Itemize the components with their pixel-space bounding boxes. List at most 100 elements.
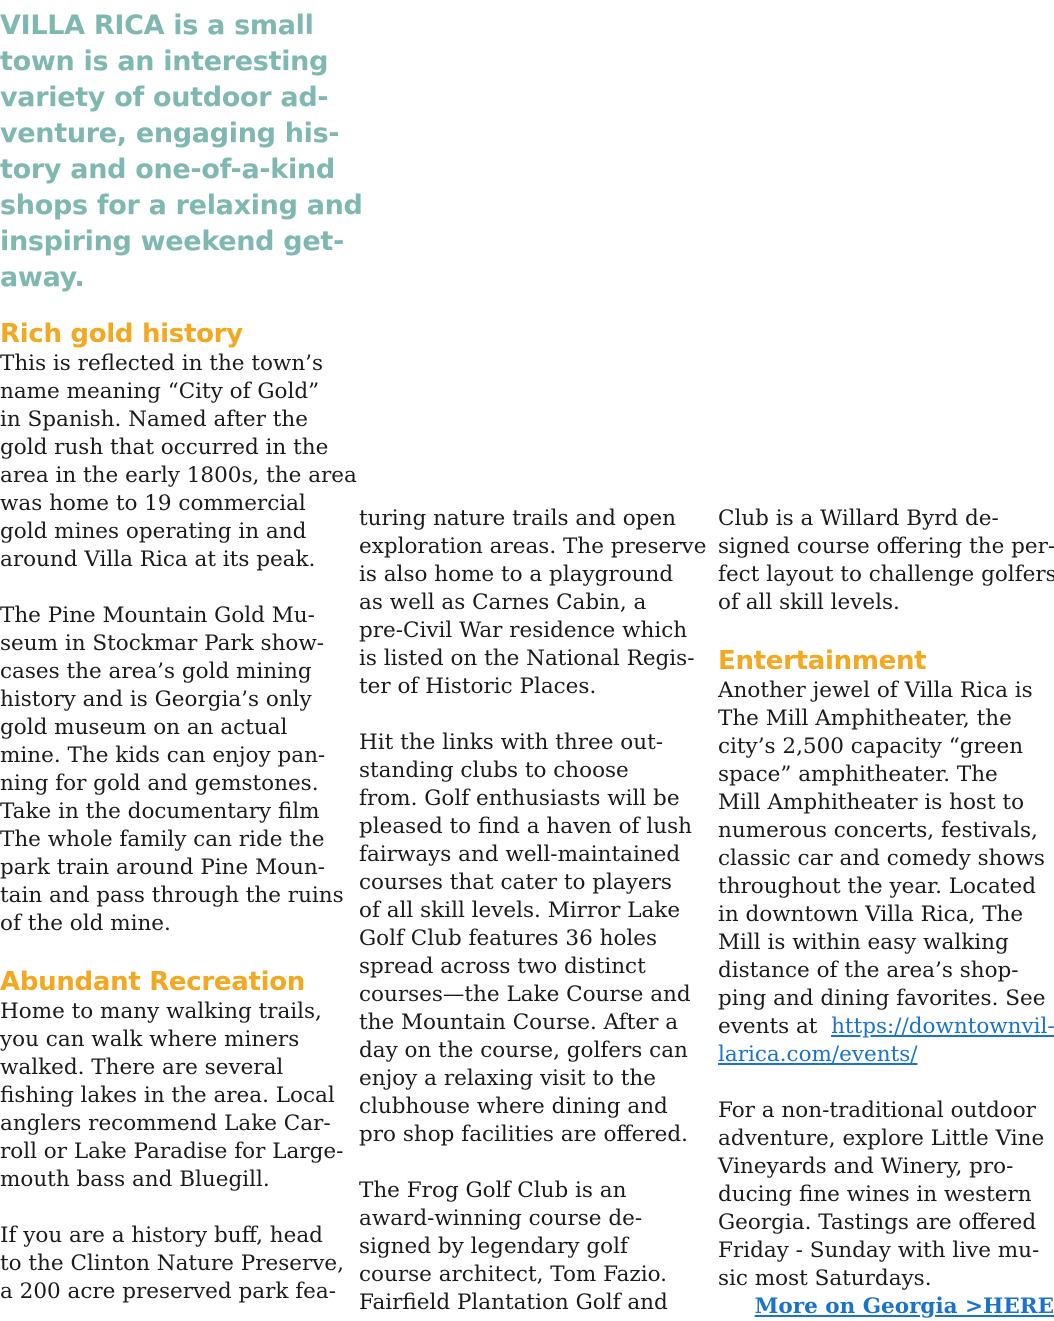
text-line: Home to many walking trails, <box>0 999 322 1024</box>
text-line: inspiring weekend get- <box>0 226 344 257</box>
text-line: in downtown Villa Rica, The <box>718 902 1024 927</box>
text-line: you can walk where miners <box>0 1027 300 1052</box>
text-line: course architect, Tom Fazio. <box>359 1262 667 1287</box>
text-line: name meaning “City of Gold” <box>0 379 320 404</box>
text-line: ducing fine wines in western <box>718 1182 1032 1207</box>
heading-abundant-recreation: Abundant Recreation <box>0 967 305 997</box>
text-line: is also home to a playground <box>359 562 674 587</box>
gold-paragraph-2: The Pine Mountain Gold Mu-seum in Stockm… <box>0 602 344 938</box>
text-line: Friday - Sunday with live mu- <box>718 1238 1040 1263</box>
text-line: Club is a Willard Byrd de- <box>718 506 999 531</box>
text-line: VILLA RICA is a small <box>0 10 314 41</box>
text-line: mouth bass and Bluegill. <box>0 1167 270 1192</box>
text-line: around Villa Rica at its peak. <box>0 547 316 572</box>
text-line: ning for gold and gemstones. <box>0 771 319 796</box>
gold-paragraph-1: This is reflected in the town’s name mean… <box>0 350 357 574</box>
text-line: Hit the links with three out- <box>359 730 663 755</box>
text-line: ping and dining favorites. See <box>718 986 1046 1011</box>
text-line: gold rush that occurred in the <box>0 435 329 460</box>
text-line: signed by legendary golf <box>359 1234 628 1259</box>
text-line: throughout the year. Located <box>718 874 1036 899</box>
text-line: Georgia. Tastings are offered <box>718 1210 1037 1235</box>
text-line: in Spanish. Named after the <box>0 407 308 432</box>
events-link-prefix: events at <box>718 1014 832 1039</box>
text-line: fairways and well-maintained <box>359 842 681 867</box>
text-line: space” amphitheater. The <box>718 762 998 787</box>
text-line: exploration areas. The preserve <box>359 534 707 559</box>
text-line: gold mines operating in and <box>0 519 307 544</box>
text-line: away. <box>0 262 85 293</box>
text-line: walked. There are several <box>0 1055 284 1080</box>
text-line: mine. The kids can enjoy pan- <box>0 743 326 768</box>
text-line: seum in Stockmar Park show- <box>0 631 325 656</box>
text-line: courses that cater to players <box>359 870 672 895</box>
text-line: The Pine Mountain Gold Mu- <box>0 603 315 628</box>
text-line: spread across two distinct <box>359 954 646 979</box>
text-line: roll or Lake Paradise for Large- <box>0 1139 344 1164</box>
text-line: Golf Club features 36 holes <box>359 926 658 951</box>
text-line: ter of Historic Places. <box>359 674 597 699</box>
text-line: signed course offering the per- <box>718 534 1054 559</box>
text-line: The whole family can ride the <box>0 827 325 852</box>
text-line: award-winning course de- <box>359 1206 643 1231</box>
text-line: shops for a relaxing and <box>0 190 363 221</box>
text-line: This is reflected in the town’s <box>0 351 324 376</box>
text-line: park train around Pine Moun- <box>0 855 326 880</box>
text-line: fishing lakes in the area. Local <box>0 1083 335 1108</box>
recreation-paragraph-3: Hit the links with three out-standing cl… <box>359 729 699 1149</box>
text-line: distance of the area’s shop- <box>718 958 1019 983</box>
text-line: gold museum on an actual <box>0 715 288 740</box>
events-link[interactable]: https://downtownvil- <box>831 1014 1054 1039</box>
text-line: The Frog Golf Club is an <box>359 1178 627 1203</box>
column-2: turing nature trails and open exploration… <box>359 505 707 1317</box>
events-link-line: events at https://downtownvil- <box>718 1013 1054 1041</box>
text-line: area in the early 1800s, the area <box>0 463 357 488</box>
text-line: standing clubs to choose <box>359 758 629 783</box>
text-line: courses—the Lake Course and <box>359 982 691 1007</box>
text-line: pre-Civil War residence which <box>359 618 688 643</box>
recreation-paragraph-4: The Frog Golf Club is an award-winning co… <box>359 1177 699 1317</box>
recreation-paragraph-2-continued: turing nature trails and open exploration… <box>359 505 707 701</box>
text-line: of the old mine. <box>0 911 171 936</box>
text-line: is listed on the National Regis- <box>359 646 695 671</box>
text-line: Another jewel of Villa Rica is <box>718 678 1033 703</box>
text-line: If you are a history buff, head <box>0 1223 323 1248</box>
text-line: as well as Carnes Cabin, a <box>359 590 647 615</box>
text-line: of all skill levels. Mirror Lake <box>359 898 681 923</box>
text-line: was home to 19 commercial <box>0 491 306 516</box>
column-3: Club is a Willard Byrd de-signed course … <box>718 505 1054 1321</box>
text-line: pleased to find a haven of lush <box>359 814 692 839</box>
text-line: enjoy a relaxing visit to the <box>359 1066 656 1091</box>
text-line: classic car and comedy shows <box>718 846 1045 871</box>
text-line: a 200 acre preserved park fea- <box>0 1279 336 1304</box>
text-line: pro shop facilities are offered. <box>359 1122 688 1147</box>
text-line: turing nature trails and open <box>359 506 676 531</box>
recreation-paragraph-1: Home to many walking trails, you can walk… <box>0 998 344 1194</box>
text-line: For a non-traditional outdoor <box>718 1098 1036 1123</box>
text-line: Mill is within easy walking <box>718 930 1009 955</box>
text-line: Take in the documentary film <box>0 799 320 824</box>
text-line: city’s 2,500 capacity “green <box>718 734 1024 759</box>
recreation-paragraph-4-continued: Club is a Willard Byrd de-signed course … <box>718 505 1054 617</box>
text-line: numerous concerts, festivals, <box>718 818 1038 843</box>
text-line: tain and pass through the ruins <box>0 883 344 908</box>
text-line: clubhouse where dining and <box>359 1094 668 1119</box>
entertainment-paragraph-1-text: Another jewel of Villa Rica is The Mill A… <box>718 677 1054 1013</box>
text-line: Fairfield Plantation Golf and <box>359 1290 668 1315</box>
text-line: fect layout to challenge golfers <box>718 562 1054 587</box>
events-link-line-2: larica.com/events/ <box>718 1041 1054 1069</box>
text-line: sic most Saturdays. <box>718 1266 932 1291</box>
heading-entertainment: Entertainment <box>718 646 927 676</box>
events-link-continued[interactable]: larica.com/events/ <box>718 1042 918 1067</box>
text-line: history and is Georgia’s only <box>0 687 312 712</box>
text-line: from. Golf enthusiasts will be <box>359 786 680 811</box>
text-line: The Mill Amphitheater, the <box>718 706 1012 731</box>
text-line: variety of outdoor ad- <box>0 82 329 113</box>
more-on-georgia-link[interactable]: More on Georgia >HERE <box>754 1294 1054 1319</box>
text-line: anglers recommend Lake Car- <box>0 1111 331 1136</box>
text-line: tory and one-of-a-kind <box>0 154 335 185</box>
